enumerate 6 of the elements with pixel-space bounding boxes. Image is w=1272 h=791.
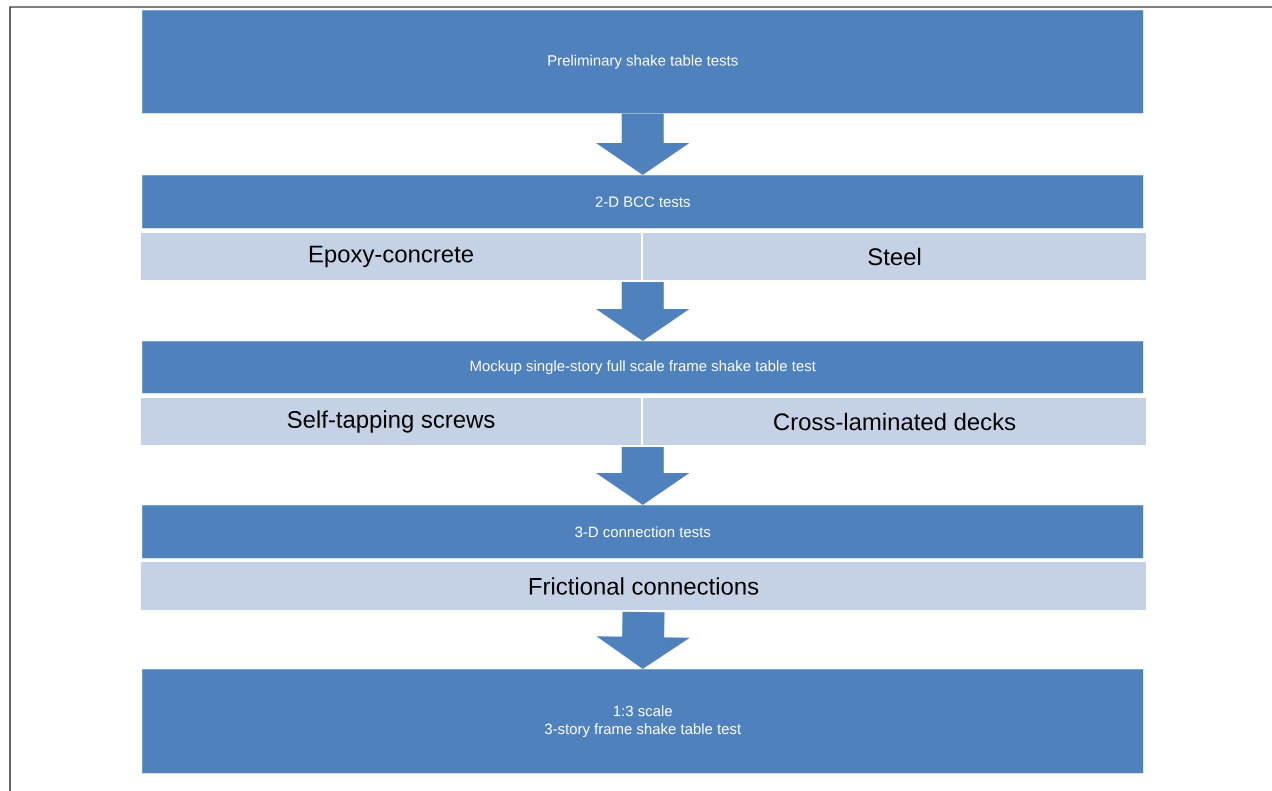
item-cell: Cross-laminated decks	[641, 396, 1148, 447]
stage-band: Preliminary shake table tests	[142, 10, 1144, 114]
item-cell: Steel	[641, 231, 1148, 282]
item-cell: Epoxy-concrete	[139, 231, 643, 282]
item-cell: Frictional connections	[139, 560, 1148, 612]
item-cell: Self-tapping screws	[139, 396, 643, 447]
